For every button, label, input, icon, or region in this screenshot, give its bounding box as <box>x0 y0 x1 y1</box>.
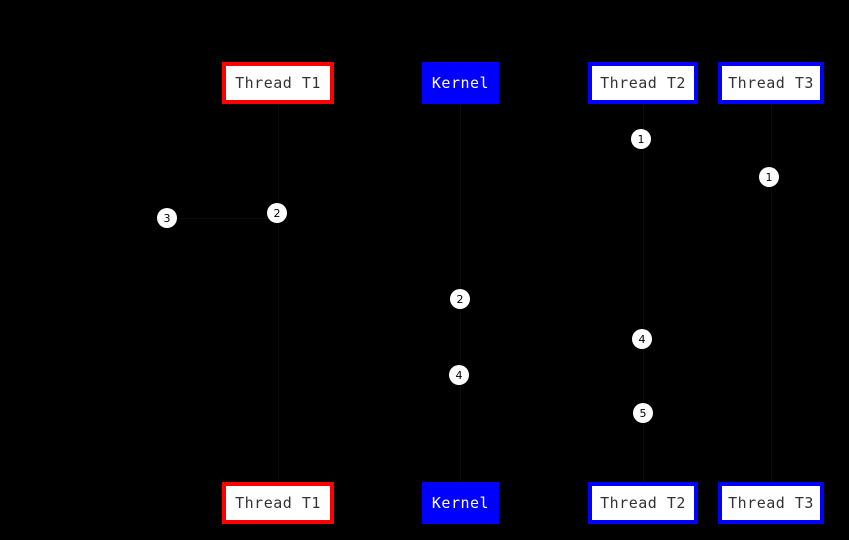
participant-label: Kernel <box>431 493 490 512</box>
participant-label: Kernel <box>431 73 490 92</box>
participant-box-t3-top[interactable]: Thread T3 <box>718 62 824 104</box>
step-badge: 1 <box>631 129 651 149</box>
step-badge: 1 <box>759 167 779 187</box>
participant-label: Thread T3 <box>728 493 814 512</box>
step-badge: 2 <box>267 203 287 223</box>
participant-box-kernel-top[interactable]: Kernel <box>422 62 499 104</box>
participant-label: Thread T3 <box>728 73 814 92</box>
lifeline-t3 <box>771 104 772 482</box>
step-badge: 5 <box>633 403 653 423</box>
lifeline-t2 <box>643 104 644 482</box>
step-badge: 4 <box>449 365 469 385</box>
participant-box-kernel-bottom[interactable]: Kernel <box>422 482 499 524</box>
participant-box-t1-top[interactable]: Thread T1 <box>222 62 334 104</box>
step-badge: 4 <box>632 329 652 349</box>
participant-box-t3-bottom[interactable]: Thread T3 <box>718 482 824 524</box>
participant-label: Thread T2 <box>600 493 686 512</box>
participant-label: Thread T2 <box>600 73 686 92</box>
participant-box-t2-top[interactable]: Thread T2 <box>588 62 698 104</box>
participant-label: Thread T1 <box>235 73 321 92</box>
participant-label: Thread T1 <box>235 493 321 512</box>
message-arrow <box>167 218 278 219</box>
participant-box-t2-bottom[interactable]: Thread T2 <box>588 482 698 524</box>
step-badge: 3 <box>157 208 177 228</box>
lifeline-t1 <box>278 104 279 482</box>
step-badge: 2 <box>450 289 470 309</box>
participant-box-t1-bottom[interactable]: Thread T1 <box>222 482 334 524</box>
